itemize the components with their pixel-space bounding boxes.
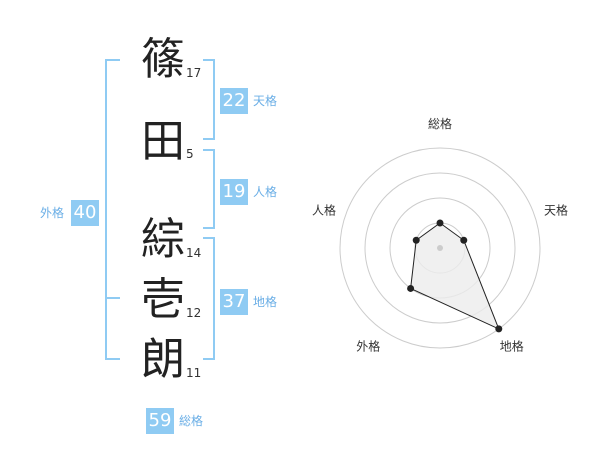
name-char-1: 篠 (141, 34, 185, 85)
tenkaku-label: 天格 (253, 94, 278, 108)
radar-axis-label-1: 総格 (428, 116, 452, 131)
jinkaku-badge: 19 (220, 179, 248, 205)
stroke-count-2: 5 (186, 147, 194, 161)
gaikaku-badge: 40 (71, 200, 99, 226)
stroke-count-1: 17 (186, 66, 202, 80)
radar-point-3 (495, 325, 503, 333)
name-char-4: 壱 (141, 274, 185, 325)
gaikaku-label: 外格 (40, 206, 65, 220)
radar-axis-label-5: 人格 (312, 202, 336, 217)
radar-axis-label-4: 外格 (356, 339, 380, 354)
radar-ring (339, 147, 541, 349)
soukaku-badge: 59 (146, 408, 174, 434)
stroke-count-5: 11 (186, 366, 202, 380)
radar-shape (410, 222, 500, 330)
radar-polygon (407, 219, 503, 333)
radar-ring (364, 172, 516, 324)
tenkaku-badge: 22 (220, 88, 248, 114)
name-char-3: 綜 (141, 214, 185, 265)
stroke-count-4: 12 (186, 306, 202, 320)
name-char-2: 田 (141, 116, 185, 167)
radar-center (437, 245, 443, 251)
radar-point-1 (436, 219, 444, 227)
radar-point-5 (412, 236, 420, 244)
radar-axis-label-2: 天格 (544, 202, 568, 217)
stroke-count-3: 14 (186, 246, 202, 260)
radar-point-4 (407, 284, 415, 292)
soukaku-label: 総格 (179, 414, 204, 428)
chikaku-label: 地格 (253, 295, 278, 309)
chikaku-badge: 37 (220, 289, 248, 315)
radar-point-2 (460, 236, 468, 244)
radar-axis-label-3: 地格 (500, 339, 524, 354)
jinkaku-label: 人格 (253, 185, 278, 199)
name-char-5: 朗 (141, 334, 185, 385)
